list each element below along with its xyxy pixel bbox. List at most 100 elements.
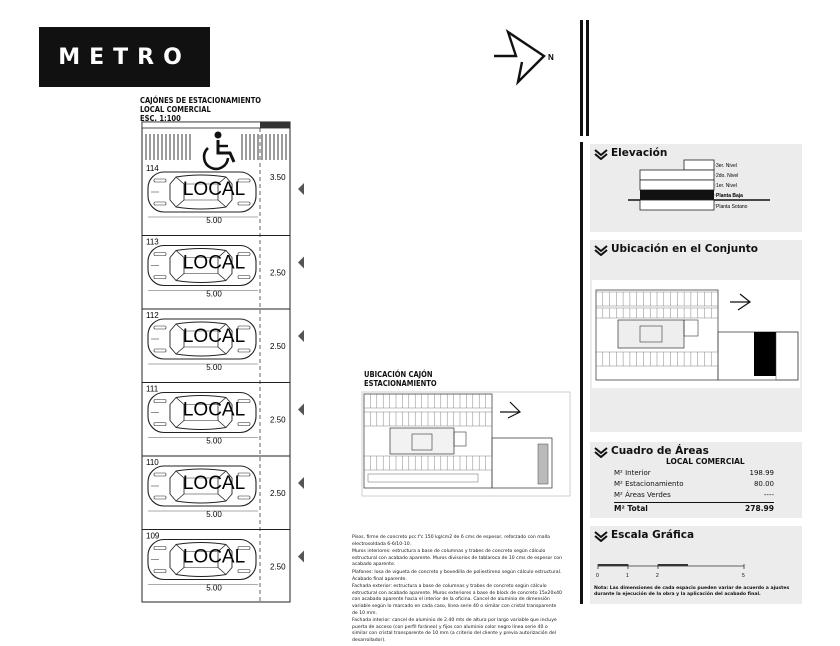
area-value: ---- (763, 491, 774, 499)
north-arrow-icon (500, 401, 522, 419)
scale-tick: 5 (742, 573, 745, 579)
stall-width: 2.50 (270, 416, 286, 425)
parking-stalls-plan: 114LOCAL5.003.50113LOCAL5.002.50112LOCAL… (141, 121, 304, 603)
area-value: 198.99 (749, 469, 775, 477)
divider-line (580, 142, 583, 604)
scale-tick: 0 (596, 573, 599, 579)
stall-label: LOCAL (183, 400, 245, 421)
level-label: Planta Sotano (716, 204, 748, 210)
divider-line (580, 20, 583, 136)
site-location-panel: Ubicación en el Conjunto (590, 240, 802, 432)
arrow-left-icon (298, 550, 304, 563)
stall-number: 111 (146, 385, 159, 394)
scale-panel: Escala Gráfica 0 1 2 5 Nota: Las dimensi… (590, 526, 802, 604)
areas-table: M² Interior 198.99 M² Estacionamiento 80… (614, 469, 774, 515)
stall-label: LOCAL (183, 326, 245, 347)
note-item: Pisos, firme de concreto pcc f'c 150 kg/… (352, 535, 550, 547)
site-plan (592, 280, 800, 388)
stall-width: 3.50 (270, 173, 286, 182)
location-title: UBICACIÓN CAJÓN ESTACIONAMIENTO (364, 370, 437, 388)
arrow-left-icon (298, 477, 304, 489)
arrow-left-icon (298, 403, 304, 416)
chevron-down-icon (594, 243, 608, 261)
stall-number: 114 (146, 164, 159, 173)
note-item: Muros interiores: estructura a base de c… (352, 549, 562, 568)
stall-label: LOCAL (183, 473, 245, 494)
chevron-down-icon (594, 445, 608, 463)
north-label: N (548, 53, 554, 62)
stall-number: 109 (146, 532, 160, 541)
arrow-left-icon (298, 183, 304, 195)
level-label: 2do. Nivel (716, 173, 738, 179)
table-row: M² Interior 198.99 (614, 469, 774, 480)
scale-tick: 2 (656, 573, 659, 579)
stall-width: 2.50 (270, 489, 286, 498)
stall-label: LOCAL (183, 179, 245, 200)
parking-title-line-1: CAJÓNES DE ESTACIONAMIENTO (140, 96, 262, 105)
stall-depth: 5.00 (206, 584, 222, 593)
parking-title-line-3: ESC. 1:100 (140, 114, 181, 123)
note-item: Plafones: losa de vigueta de concreto y … (352, 569, 562, 582)
level-label: 1er. Nivel (716, 183, 737, 189)
note-item: Fachada exterior: estructura a base de c… (352, 584, 562, 616)
chevron-down-icon (594, 147, 608, 165)
chevron-down-icon (594, 529, 608, 547)
north-arrow-large-icon: N (494, 29, 554, 86)
stall-width: 2.50 (270, 342, 286, 351)
scale-note: Nota: Las dimensiones de cada espacio pu… (594, 586, 790, 597)
table-total-row: M² Total 278.99 (614, 502, 774, 515)
stall-width: 2.50 (270, 563, 286, 572)
stall-number: 113 (146, 238, 159, 247)
table-row: M² Estacionamiento 80.00 (614, 480, 774, 491)
parking-title: CAJÓNES DE ESTACIONAMIENTO LOCAL COMERCI… (140, 96, 261, 123)
areas-panel: Cuadro de Áreas LOCAL COMERCIAL M² Inter… (590, 442, 802, 518)
note-item: Fachada interior: cancel de aluminio de … (352, 618, 557, 643)
area-label: M² Estacionamiento (614, 480, 684, 488)
level-label-highlighted: Planta Baja (716, 193, 743, 199)
stall-label: LOCAL (183, 547, 245, 568)
stall-depth: 5.00 (206, 290, 222, 299)
stall-depth: 5.00 (206, 510, 222, 519)
area-total-value: 278.99 (745, 504, 774, 513)
site-title: Ubicación en el Conjunto (611, 243, 758, 255)
area-value: 80.00 (753, 480, 774, 488)
parking-title-line-2: LOCAL COMERCIAL (140, 105, 211, 114)
wheelchair-icon (202, 131, 236, 171)
elevation-diagram: 3er. Nivel 2do. Nivel 1er. Nivel Planta … (628, 159, 770, 211)
area-label: M² Áreas Verdes (614, 491, 671, 499)
stall-depth: 5.00 (206, 216, 222, 225)
scale-title: Escala Gráfica (611, 529, 695, 541)
area-label: M² Interior (614, 469, 651, 477)
area-total-label: M² Total (614, 504, 648, 513)
north-arrow-icon (730, 293, 752, 311)
stall-width: 2.50 (270, 269, 286, 278)
logo-wordmark: METRO (58, 44, 191, 70)
scale-tick: 1 (626, 573, 629, 579)
parking-location-plan (361, 391, 571, 497)
elevation-panel: Elevación 3er. Nivel 2do. Nivel 1er. Niv… (590, 144, 802, 232)
areas-subtitle: LOCAL COMERCIAL (666, 457, 745, 466)
areas-title: Cuadro de Áreas (611, 445, 709, 457)
elevation-title: Elevación (611, 147, 668, 159)
stall-number: 110 (146, 458, 159, 467)
arrow-left-icon (298, 256, 304, 269)
location-title-line-2: ESTACIONAMIENTO (364, 379, 437, 388)
metro-logo: METRO (39, 27, 210, 87)
divider-line (586, 20, 589, 136)
stall-number: 112 (146, 311, 159, 320)
stall-depth: 5.00 (206, 363, 222, 372)
level-label: 3er. Nivel (716, 163, 737, 169)
graphic-scale-bar: 0 1 2 5 (596, 564, 745, 579)
stall-label: LOCAL (183, 253, 245, 274)
location-title-line-1: UBICACIÓN CAJÓN (364, 370, 433, 379)
table-row: M² Áreas Verdes ---- (614, 491, 774, 502)
construction-notes: Pisos, firme de concreto pcc f'c 150 kg/… (352, 535, 562, 646)
arrow-left-icon (298, 330, 304, 342)
stall-depth: 5.00 (206, 437, 222, 446)
